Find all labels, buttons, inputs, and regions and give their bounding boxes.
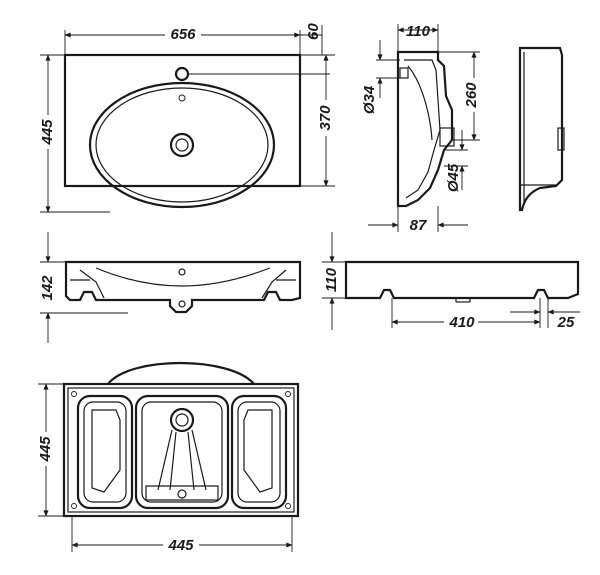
dim-front-height: 142: [39, 275, 56, 301]
side-section-outline: [396, 50, 454, 208]
overflow-hole: [178, 94, 186, 102]
rear-elevation-view: 110 410 25: [322, 232, 580, 331]
dim-bracket-offset: 25: [557, 314, 575, 331]
drain-outer: [169, 132, 195, 158]
tap-hole: [174, 66, 190, 82]
bottom-view-outline: [62, 382, 300, 518]
dim-top-back-offset: 60: [305, 23, 322, 40]
dim-outlet-dia: Ø45: [445, 163, 462, 192]
dim-top-depth: 445: [39, 119, 56, 146]
basin-bowl-outer: [88, 81, 276, 209]
side-section-view: 110 Ø34 260 Ø45 87: [361, 23, 480, 234]
dim-side-height: 260: [463, 82, 480, 109]
bottom-left-compartment: [76, 394, 134, 510]
dim-side-bottom: 87: [410, 217, 427, 234]
bottom-right-compartment: [230, 394, 288, 510]
front-elevation-outline: [64, 260, 302, 314]
dim-side-width: 110: [406, 23, 431, 40]
drain-inner: [175, 138, 189, 152]
profile-view: [518, 46, 565, 212]
dim-bottom-depth: 445: [37, 436, 54, 463]
profile-outline: [518, 46, 564, 212]
dim-drain-dia: Ø34: [361, 85, 378, 114]
dim-bracket-spacing: 410: [448, 314, 475, 331]
front-elevation-view: 142: [39, 232, 302, 343]
bottom-center-compartment: [134, 394, 230, 510]
top-view: 656 60 445 370: [38, 23, 335, 213]
dim-bottom-width: 445: [167, 537, 194, 554]
basin-bowl-inner: [95, 87, 269, 203]
rear-elevation-outline: [344, 260, 580, 300]
dim-top-width: 656: [170, 26, 196, 43]
dim-bowl-depth: 370: [317, 105, 334, 131]
top-view-outline: [63, 53, 302, 188]
bottom-view-back-arc: [107, 361, 255, 385]
bottom-view: 445 445: [36, 361, 300, 554]
dim-rear-height: 110: [323, 267, 340, 292]
